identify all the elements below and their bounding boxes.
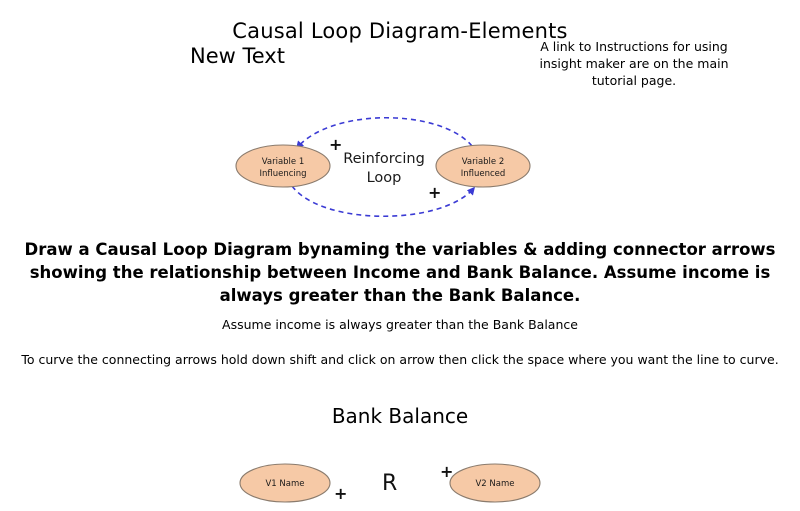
exercise-polarity-right: + — [440, 462, 454, 481]
node-v2[interactable] — [449, 463, 541, 503]
instructions-note: A link to Instructions for using insight… — [539, 39, 729, 88]
node-variable-1-line2: Influencing — [259, 169, 306, 179]
exercise-polarity-left: + — [334, 484, 348, 503]
polarity-plus-top: + — [329, 135, 343, 154]
link-bottom-arc[interactable] — [291, 185, 476, 217]
node-variable-2-line1: Variable 2 — [462, 157, 505, 167]
instruction-paragraph: Draw a Causal Loop Diagram bynaming the … — [24, 240, 776, 305]
node-variable-2[interactable] — [435, 144, 531, 188]
page-subtitle: New Text — [190, 44, 285, 68]
node-v1-label: V1 Name — [265, 479, 304, 489]
node-variable-1-line1: Variable 1 — [262, 157, 305, 167]
page-title: Causal Loop Diagram-Elements — [232, 19, 568, 43]
node-v1[interactable] — [239, 463, 331, 503]
link-top-arc[interactable] — [295, 117, 473, 150]
node-v2-label: V2 Name — [475, 479, 514, 489]
exercise-heading: Bank Balance — [331, 404, 469, 428]
note-income: Assume income is always greater than the… — [222, 317, 578, 332]
node-variable-1[interactable] — [235, 144, 331, 188]
polarity-plus-bottom: + — [428, 183, 442, 202]
loop-caption: Reinforcing Loop — [343, 151, 425, 186]
node-variable-2-line2: Influenced — [461, 169, 506, 179]
note-curve: To curve the connecting arrows hold down… — [21, 352, 779, 367]
exercise-loop-marker: R — [382, 471, 398, 496]
